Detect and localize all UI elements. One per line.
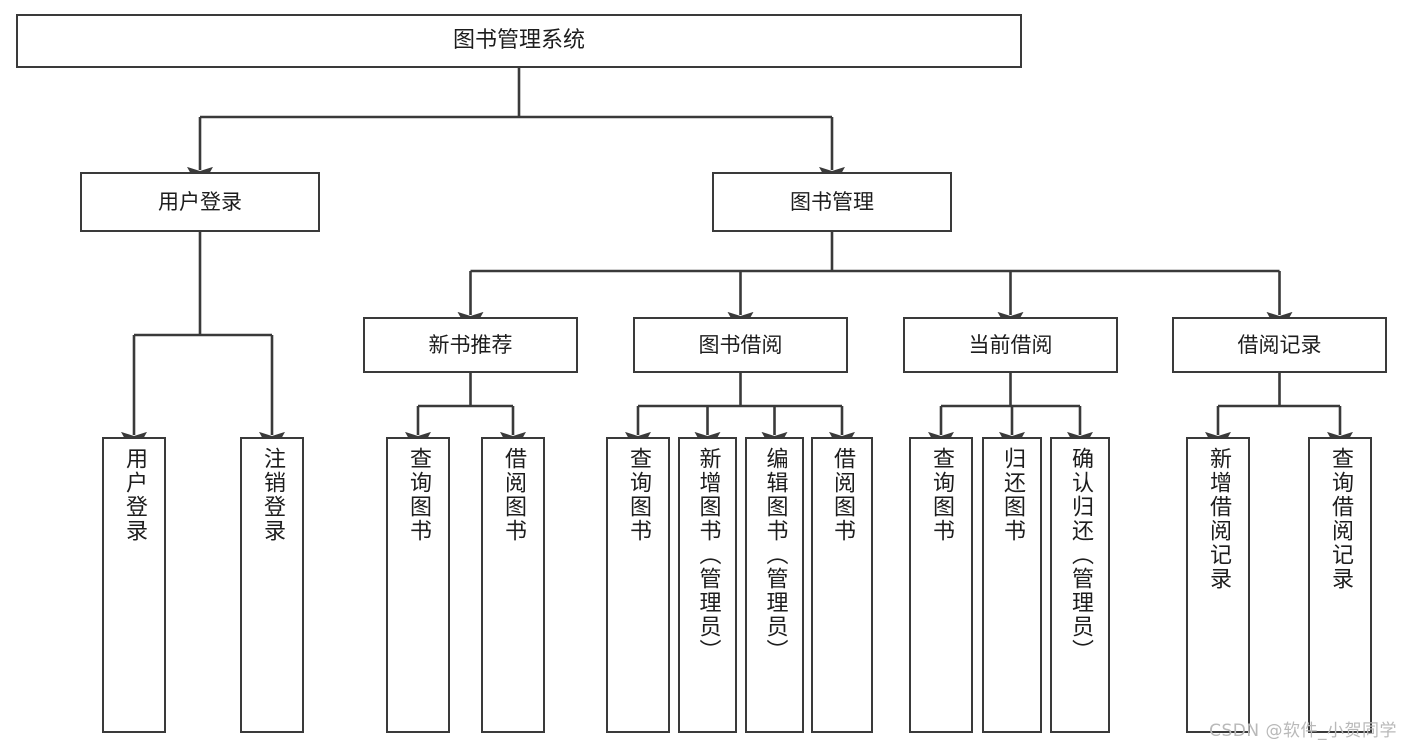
node-label: 新书推荐 [428, 332, 513, 357]
node-label: 注销登录 [260, 447, 285, 543]
node-label: 图书借阅 [698, 332, 783, 357]
tree-node-leaf10[interactable]: 归还图书 [982, 437, 1042, 733]
node-label: 确认归还（管理员） [1068, 447, 1093, 663]
tree-node-l1a[interactable]: 用户登录 [80, 172, 320, 232]
node-label: 编辑图书（管理员） [762, 447, 788, 663]
node-label: 查询图书 [406, 447, 431, 543]
node-label: 查询图书 [626, 447, 651, 543]
node-label: 用户登录 [122, 447, 147, 543]
node-label: 查询借阅记录 [1328, 447, 1353, 591]
node-label: 新增图书（管理员） [695, 447, 721, 663]
tree-edges [121, 68, 1353, 456]
tree-node-leaf6[interactable]: 新增图书（管理员） [678, 437, 737, 733]
tree-node-leaf2[interactable]: 注销登录 [240, 437, 304, 733]
node-label: 借阅记录 [1237, 332, 1322, 357]
tree-node-leaf4[interactable]: 借阅图书 [481, 437, 545, 733]
node-label: 借阅图书 [501, 447, 526, 543]
node-label: 用户登录 [158, 189, 242, 214]
tree-node-leaf3[interactable]: 查询图书 [386, 437, 450, 733]
tree-node-l2c[interactable]: 当前借阅 [903, 317, 1118, 373]
node-label: 新增借阅记录 [1206, 447, 1231, 591]
node-label: 当前借阅 [968, 332, 1053, 357]
node-label: 图书管理系统 [452, 28, 585, 54]
tree-node-leaf11[interactable]: 确认归还（管理员） [1050, 437, 1110, 733]
node-label: 图书管理 [790, 189, 874, 214]
tree-node-leaf5[interactable]: 查询图书 [606, 437, 670, 733]
tree-node-leaf9[interactable]: 查询图书 [909, 437, 973, 733]
root-node[interactable]: 图书管理系统 [16, 14, 1022, 68]
tree-node-leaf1[interactable]: 用户登录 [102, 437, 166, 733]
node-label: 查询图书 [929, 447, 954, 543]
tree-node-l2b[interactable]: 图书借阅 [633, 317, 848, 373]
tree-node-l2a[interactable]: 新书推荐 [363, 317, 578, 373]
tree-node-l2d[interactable]: 借阅记录 [1172, 317, 1387, 373]
tree-node-l1b[interactable]: 图书管理 [712, 172, 952, 232]
node-label: 归还图书 [1000, 447, 1025, 543]
node-label: 借阅图书 [830, 447, 855, 543]
tree-node-leaf7[interactable]: 编辑图书（管理员） [745, 437, 804, 733]
csdn-watermark: CSDN @软件_小贺同学 [1209, 721, 1397, 741]
tree-node-leaf13[interactable]: 查询借阅记录 [1308, 437, 1372, 733]
tree-node-leaf12[interactable]: 新增借阅记录 [1186, 437, 1250, 733]
tree-node-leaf8[interactable]: 借阅图书 [811, 437, 873, 733]
